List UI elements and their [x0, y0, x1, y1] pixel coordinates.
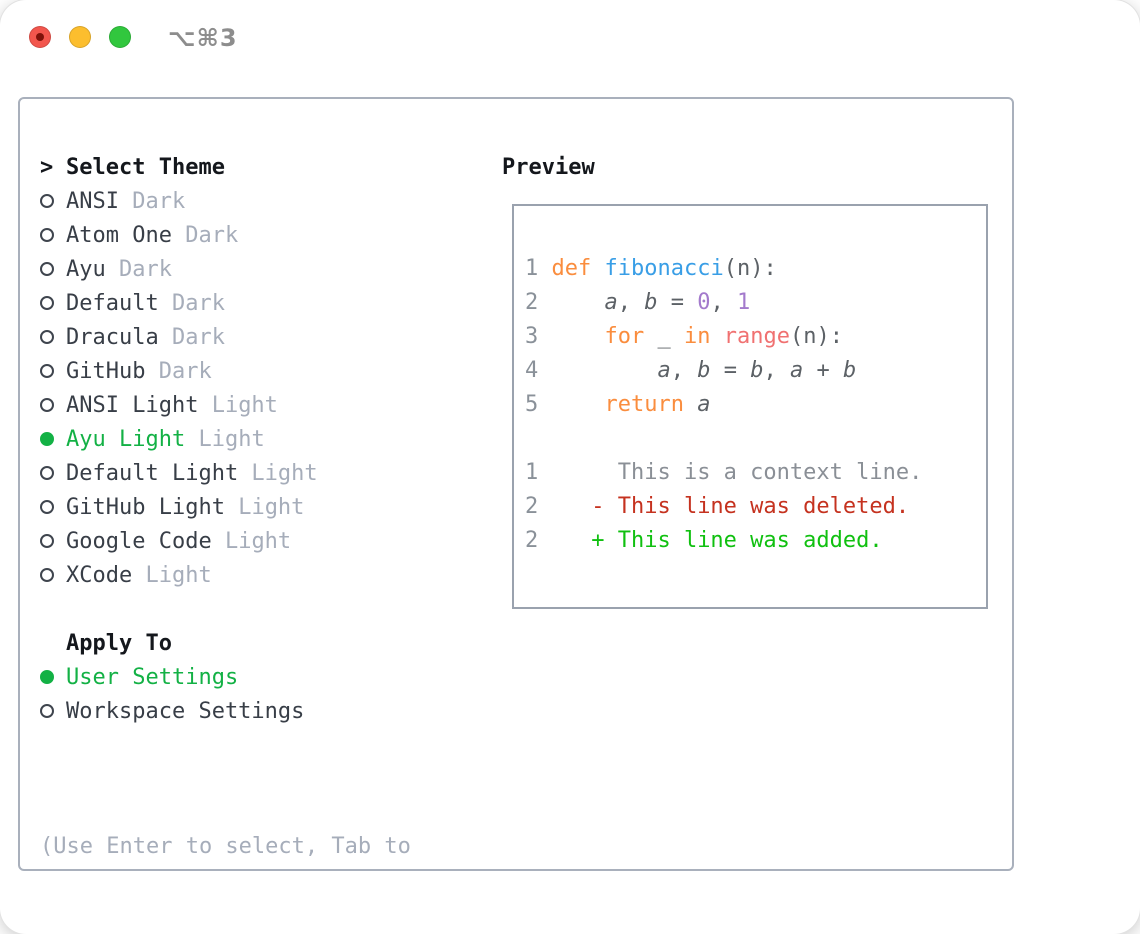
- option-variant-label: Light: [198, 392, 278, 418]
- window-title: ⌥⌘3: [168, 24, 238, 52]
- code-line: 3 for _ in range(n):: [525, 324, 843, 349]
- option-label: XCode: [66, 562, 133, 588]
- theme-option-xcode[interactable]: XCode Light: [40, 558, 411, 592]
- diff-line-added: 2 + This line was added.: [525, 528, 883, 553]
- radio-unselected-icon: [40, 194, 54, 208]
- theme-option-default[interactable]: Default Dark: [40, 286, 411, 320]
- option-label: Workspace Settings: [66, 698, 305, 724]
- code-line: 2 a, b = 0, 1: [525, 290, 751, 315]
- zoom-button[interactable]: [109, 26, 131, 48]
- theme-option-default-light[interactable]: Default Light Light: [40, 456, 411, 490]
- theme-option-ansi-light[interactable]: ANSI Light Light: [40, 388, 411, 422]
- theme-option-dracula[interactable]: Dracula Dark: [40, 320, 411, 354]
- minimize-button[interactable]: [69, 26, 91, 48]
- diff-preview: 1 This is a context line. 2 - This line w…: [525, 456, 986, 558]
- diff-line-context: 1 This is a context line.: [525, 460, 923, 485]
- radio-unselected-icon: [40, 500, 54, 514]
- theme-list-title: Select Theme: [66, 154, 225, 180]
- radio-unselected-icon: [40, 704, 54, 718]
- theme-option-ayu-light[interactable]: Ayu Light Light: [40, 422, 411, 456]
- code-line: 4 a, b = b, a + b: [525, 358, 857, 383]
- option-label: Default Light: [66, 460, 239, 486]
- preview-header-row: Preview: [502, 150, 988, 184]
- option-variant-label: Dark: [158, 324, 225, 350]
- option-variant-label: Dark: [105, 256, 172, 282]
- option-variant-label: Light: [224, 494, 305, 520]
- help-text: (Use Enter to select, Tab to change focu…: [40, 762, 411, 934]
- option-label: GitHub: [66, 358, 146, 384]
- radio-unselected-icon: [40, 568, 54, 582]
- code-line: 1 def fibonacci(n):: [525, 256, 777, 281]
- option-variant-label: Dark: [158, 290, 225, 316]
- option-label: Ayu Light: [66, 426, 186, 452]
- option-label: ANSI Light: [66, 392, 199, 418]
- option-label: ANSI: [66, 188, 119, 214]
- option-variant-label: Dark: [171, 222, 239, 248]
- radio-unselected-icon: [40, 296, 54, 310]
- preview-column: Preview 1 def fibonacci(n): 2 a, b = 0, 1…: [502, 150, 988, 609]
- theme-option-ayu[interactable]: Ayu Dark: [40, 252, 411, 286]
- close-button[interactable]: [29, 26, 51, 48]
- option-variant-label: Dark: [145, 358, 212, 384]
- option-label: Dracula: [66, 324, 159, 350]
- radio-unselected-icon: [40, 466, 54, 480]
- option-label: Default: [66, 290, 159, 316]
- diff-line-deleted: 2 - This line was deleted.: [525, 494, 910, 519]
- radio-selected-icon: [40, 670, 54, 684]
- theme-option-github-light[interactable]: GitHub Light Light: [40, 490, 411, 524]
- theme-list-header: > Select Theme: [40, 150, 411, 184]
- theme-option-ansi[interactable]: ANSI Dark: [40, 184, 411, 218]
- code-line: 5 return a: [525, 392, 711, 417]
- option-variant-label: Dark: [118, 188, 186, 214]
- option-label: Ayu: [66, 256, 106, 282]
- option-label: GitHub Light: [66, 494, 225, 520]
- option-variant-label: Light: [238, 460, 318, 486]
- radio-unselected-icon: [40, 398, 54, 412]
- apply-option-user-settings[interactable]: User Settings: [40, 660, 411, 694]
- radio-unselected-icon: [40, 534, 54, 548]
- radio-unselected-icon: [40, 228, 54, 242]
- preview-box: 1 def fibonacci(n): 2 a, b = 0, 1 3 for _ …: [512, 204, 988, 609]
- unsaved-dot-icon: [36, 33, 44, 41]
- option-variant-label: Light: [211, 528, 292, 554]
- option-label: Atom One: [66, 222, 172, 248]
- radio-unselected-icon: [40, 262, 54, 276]
- cursor-arrow-icon: >: [40, 154, 54, 180]
- radio-selected-icon: [40, 432, 54, 446]
- option-variant-label: Light: [185, 426, 265, 452]
- titlebar: ⌥⌘3: [0, 0, 1140, 76]
- theme-option-google-code[interactable]: Google Code Light: [40, 524, 411, 558]
- theme-option-github[interactable]: GitHub Dark: [40, 354, 411, 388]
- theme-option-atom-one[interactable]: Atom One Dark: [40, 218, 411, 252]
- apply-to-title: Apply To: [66, 630, 172, 656]
- apply-to-header-row: Apply To: [40, 626, 411, 660]
- option-label: Google Code: [66, 528, 212, 554]
- code-preview: 1 def fibonacci(n): 2 a, b = 0, 1 3 for _ …: [525, 252, 986, 422]
- preview-title: Preview: [502, 154, 595, 180]
- radio-unselected-icon: [40, 364, 54, 378]
- option-label: User Settings: [66, 664, 239, 690]
- apply-option-workspace-settings[interactable]: Workspace Settings: [40, 694, 411, 728]
- radio-unselected-icon: [40, 330, 54, 344]
- option-variant-label: Light: [132, 562, 212, 588]
- help-text-line-1: (Use Enter to select, Tab to: [40, 834, 411, 859]
